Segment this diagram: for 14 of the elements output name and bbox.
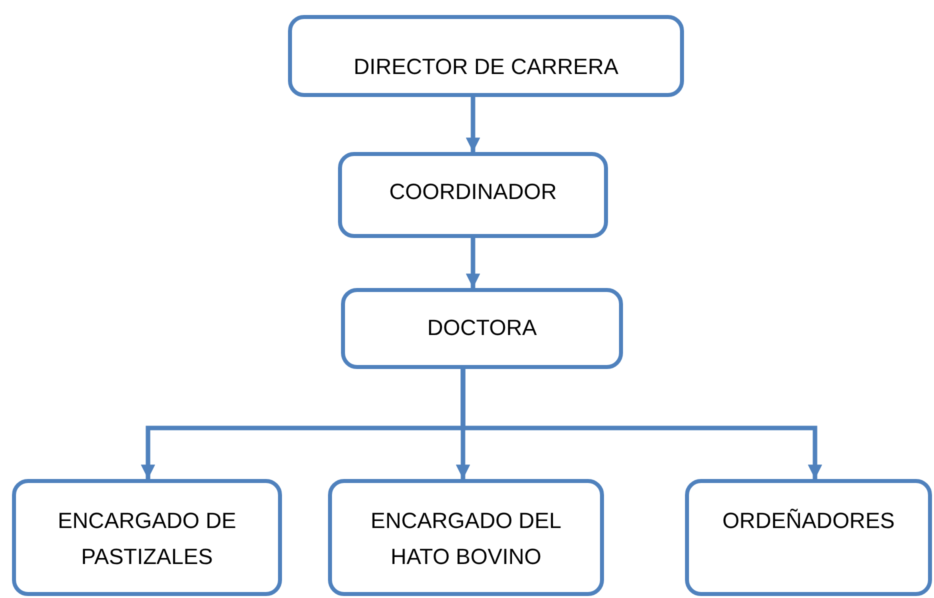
org-box	[288, 15, 684, 97]
box-label: COORDINADOR	[388, 178, 558, 206]
box-label: ORDEÑADORES	[721, 507, 896, 535]
org-box	[328, 479, 604, 596]
org-box	[338, 152, 608, 238]
org-box	[341, 288, 623, 369]
box-label: ENCARGADO DEL HATO BOVINO	[370, 507, 562, 571]
box-label: ENCARGADO DE PASTIZALES	[56, 507, 238, 571]
org-box	[12, 479, 282, 596]
arrow	[466, 238, 480, 288]
box-label: DOCTORA	[426, 314, 538, 342]
arrow	[466, 97, 480, 152]
box-label: DIRECTOR DE CARRERA	[352, 53, 620, 81]
org-box	[685, 479, 932, 596]
